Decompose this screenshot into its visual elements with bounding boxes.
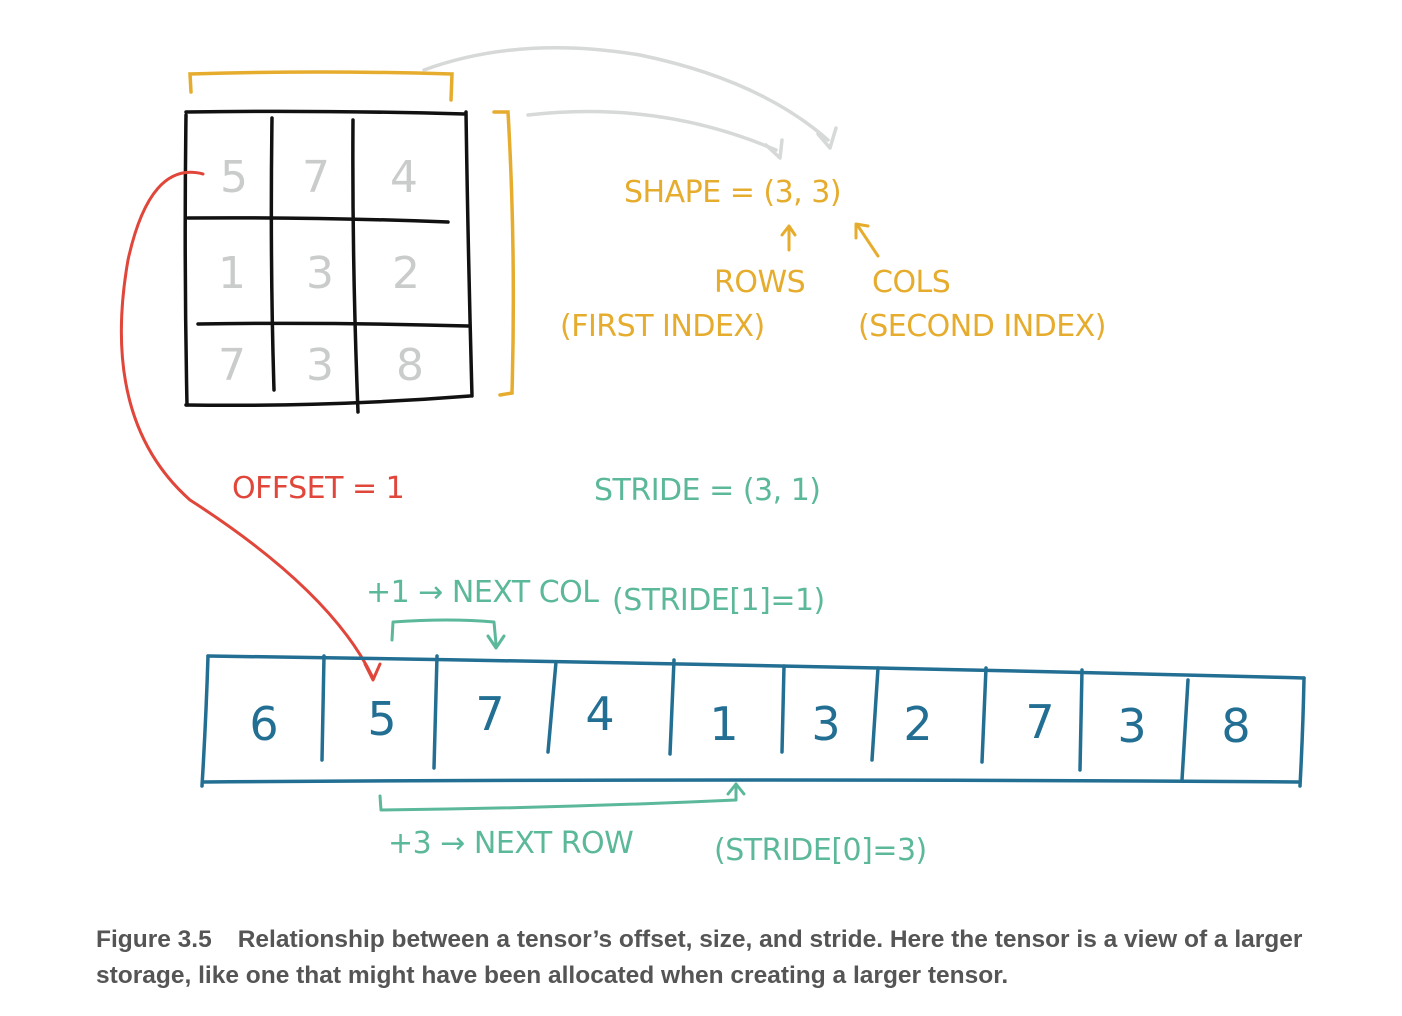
- cols-label: COLS: [872, 265, 950, 300]
- matrix-cell-2-1: 3: [306, 340, 334, 391]
- stride-label: STRIDE = (3, 1): [594, 473, 820, 508]
- matrix-grid: [183, 109, 474, 414]
- storage-cell-5: 3: [811, 697, 840, 751]
- next-row-note: (STRIDE[0]=3): [714, 833, 927, 868]
- stride-bracket-arrows: [378, 618, 746, 812]
- matrix-cell-0-0: 5: [220, 152, 248, 203]
- storage-cell-0: 6: [249, 697, 278, 751]
- matrix-cell-1-0: 1: [218, 248, 246, 299]
- storage-cell-1: 5: [367, 692, 396, 746]
- shape-annotation: SHAPE = (3, 3) ROWS (FIRST INDEX) COLS (…: [560, 175, 1106, 344]
- shape-pointer-arrows: [780, 222, 880, 258]
- next-row-label: +3 → NEXT ROW: [388, 826, 633, 861]
- rows-curve-arrow: [526, 109, 778, 152]
- rows-label: ROWS: [714, 265, 805, 300]
- next-col-label: +1 → NEXT COL: [366, 575, 599, 610]
- next-row-bracket: [378, 782, 738, 812]
- tensor-stride-diagram: 5 7 4 1 3 2 7 3 8 SHAPE = (3, 3) ROWS (F…: [119, 46, 1306, 868]
- offset-label: OFFSET = 1: [232, 471, 404, 506]
- stride-annotation: STRIDE = (3, 1) +1 → NEXT COL (STRIDE[1]…: [366, 473, 927, 868]
- columns-bracket: [188, 70, 454, 102]
- next-col-bracket: [390, 618, 498, 646]
- matrix-cell-1-1: 3: [306, 248, 334, 299]
- storage-cell-6: 2: [903, 697, 932, 751]
- matrix-cell-2-2: 8: [396, 340, 424, 391]
- rows-bracket: [492, 110, 516, 397]
- storage-cell-9: 8: [1221, 699, 1250, 753]
- storage-cell-4: 1: [709, 697, 738, 751]
- cols-sublabel: (SECOND INDEX): [858, 309, 1106, 344]
- matrix-cell-0-1: 7: [302, 152, 330, 203]
- matrix-cell-2-0: 7: [218, 340, 246, 391]
- cols-curve-arrow: [422, 46, 830, 142]
- gray-arrows: [422, 46, 838, 160]
- storage-values: 6 5 7 4 1 3 2 7 3 8: [249, 687, 1250, 753]
- matrix-cell-0-2: 4: [390, 152, 418, 203]
- next-col-note: (STRIDE[1]=1): [612, 583, 825, 618]
- shape-label: SHAPE = (3, 3): [624, 175, 841, 210]
- figure-number: Figure 3.5: [96, 926, 212, 953]
- storage-cell-8: 3: [1117, 699, 1146, 753]
- matrix-values: 5 7 4 1 3 2 7 3 8: [218, 152, 424, 391]
- caption-text: Relationship between a tensor’s offset, …: [96, 926, 1303, 989]
- storage-cell-2: 7: [475, 687, 504, 741]
- shape-brackets: [188, 70, 516, 397]
- matrix-cell-1-2: 2: [392, 248, 420, 299]
- storage-cell-7: 7: [1025, 695, 1054, 749]
- offset-arrow: [119, 170, 382, 682]
- rows-sublabel: (FIRST INDEX): [560, 309, 765, 344]
- storage-strip: [200, 654, 1306, 788]
- storage-cell-3: 4: [585, 687, 614, 741]
